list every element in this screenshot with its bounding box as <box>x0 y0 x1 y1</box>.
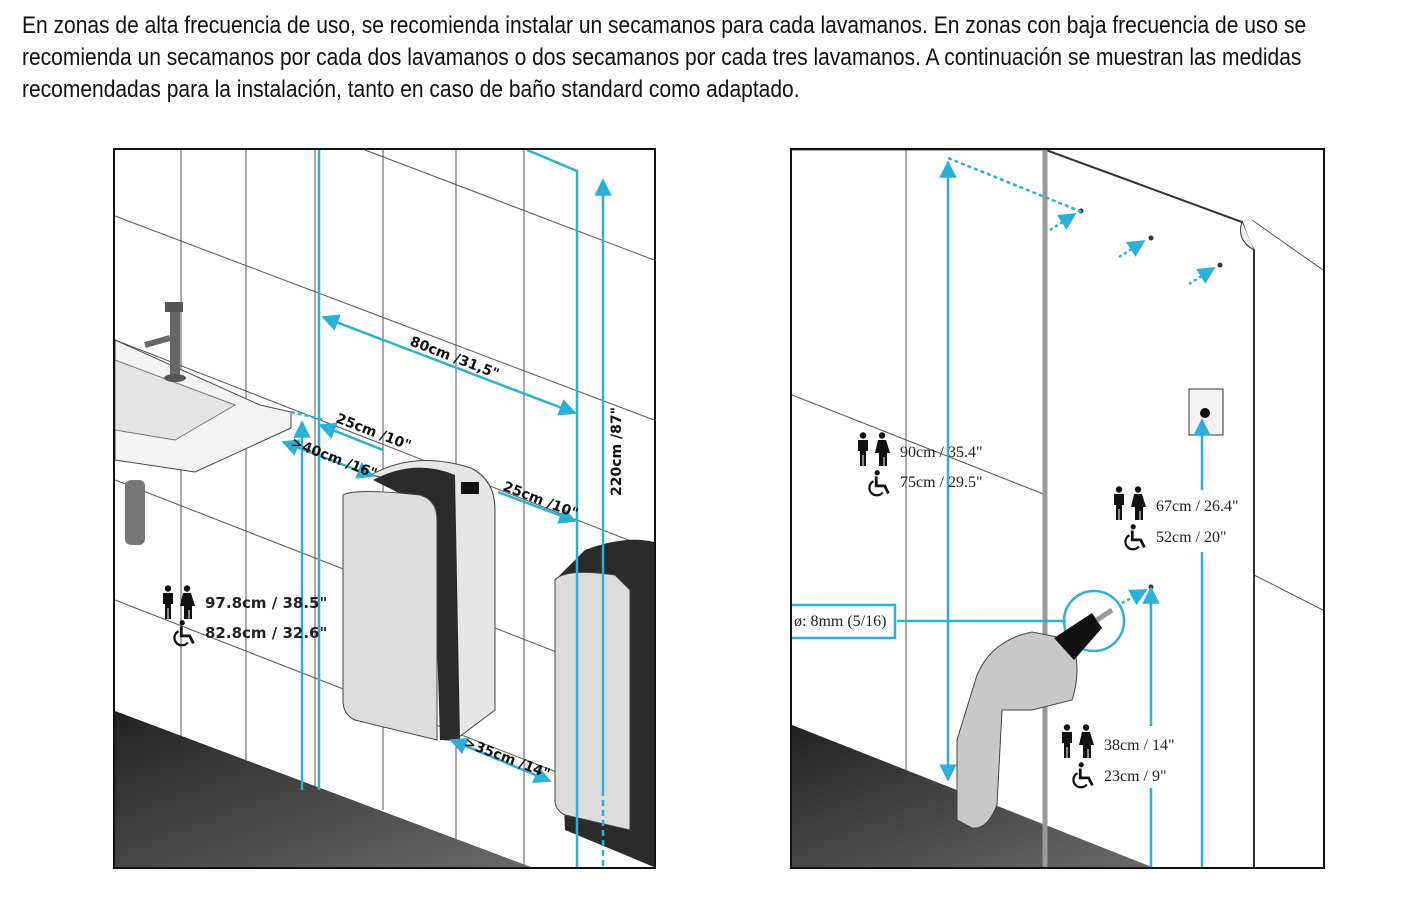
people-icon <box>858 432 890 466</box>
intro-line-3: recomendadas para la instalación, tanto … <box>22 76 800 103</box>
second-hand-dryer-icon <box>554 539 654 867</box>
intro-paragraph: En zonas de alta frecuencia de uso, se r… <box>22 10 1421 106</box>
dimension-35cm: >35cm /14" <box>462 735 553 783</box>
sink-icon <box>115 302 292 545</box>
dimension-lines <box>281 150 612 867</box>
height-low-accessible: 23cm / 9" <box>1104 768 1167 785</box>
intro-line-1: En zonas de alta frecuencia de uso, se r… <box>22 12 1307 39</box>
standard-installation-figure: 80cm /31,5" 25cm /10" >40cm /16" 25cm /1… <box>113 148 656 869</box>
people-icon <box>163 585 195 619</box>
dimension-80cm: 80cm /31,5" <box>408 334 502 383</box>
dimension-220cm: 220cm /87" <box>609 407 625 496</box>
dimension-25cm-right: 25cm /10" <box>501 479 581 522</box>
height-top-standard: 90cm / 35.4" <box>900 444 983 461</box>
floor <box>115 711 531 867</box>
wall-tiles <box>792 150 1323 770</box>
dimension-25cm-top: 25cm /10" <box>334 411 414 454</box>
wall-drilling-figure: ø: 8mm (5/16) 90cm / 35.4" 75cm / 29.5" … <box>790 148 1325 869</box>
hand-dryer-icon <box>342 460 496 741</box>
height-standard: 97.8cm / 38.5" <box>205 594 327 612</box>
height-mid-standard: 67cm / 26.4" <box>1156 498 1239 515</box>
wheelchair-icon <box>868 470 890 497</box>
intro-line-2: recomienda un secamanos por cada dos lav… <box>22 44 1302 71</box>
drill-bit-label: ø: 8mm (5/16) <box>794 613 886 630</box>
height-mid-accessible: 52cm / 20" <box>1156 529 1227 546</box>
height-low-standard: 38cm / 14" <box>1104 737 1175 754</box>
drill-icon <box>956 607 1114 829</box>
height-accessible: 82.8cm / 32.6" <box>205 624 327 642</box>
height-top-accessible: 75cm / 29.5" <box>900 474 983 491</box>
